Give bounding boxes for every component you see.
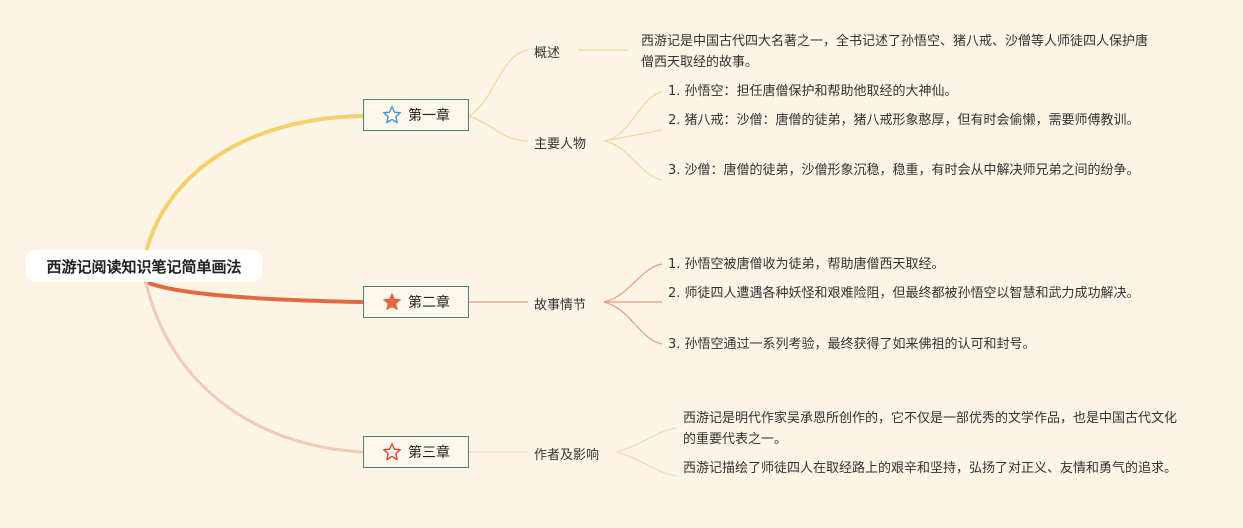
- leaf-line-char-1: [603, 91, 663, 142]
- plot-item-1-text: 1. 孙悟空被唐僧收为徒弟，帮助唐僧西天取经。: [668, 257, 945, 272]
- subtopic-plot-label: 故事情节: [534, 298, 587, 313]
- plot-item-3[interactable]: 3. 孙悟空通过一系列考验，最终获得了如来佛祖的认可和封号。: [668, 334, 1158, 355]
- author-item-2-text: 西游记描绘了师徒四人在取经路上的艰辛和坚持，弘扬了对正义、友情和勇气的追求。: [683, 461, 1178, 476]
- overview-text[interactable]: 西游记是中国古代四大名著之一，全书记述了孙悟空、猪八戒、沙僧等人师徒四人保护唐僧…: [641, 31, 1151, 73]
- subtopic-plot[interactable]: 故事情节: [534, 294, 586, 313]
- chapter-1-label: 第一章: [408, 108, 450, 124]
- plot-item-2-text: 2. 师徒四人遭遇各种妖怪和艰难险阻，但最终都被孙悟空以智慧和武力成功解决。: [668, 286, 1140, 301]
- leaf-line-author-1: [615, 427, 677, 453]
- sub-line-characters: [468, 115, 529, 142]
- chapter-1-node[interactable]: 第一章: [363, 99, 469, 131]
- chapter-2-node[interactable]: 第二章: [363, 286, 469, 318]
- subtopic-overview[interactable]: 概述: [534, 42, 560, 61]
- leaf-line-char-2: [603, 129, 663, 142]
- plot-item-3-text: 3. 孙悟空通过一系列考验，最终获得了如来佛祖的认可和封号。: [668, 337, 1036, 352]
- author-item-2[interactable]: 西游记描绘了师徒四人在取经路上的艰辛和坚持，弘扬了对正义、友情和勇气的追求。: [683, 458, 1178, 479]
- character-item-3-text: 3. 沙僧：唐僧的徒弟，沙僧形象沉稳，稳重，有时会从中解决师兄弟之间的纷争。: [668, 163, 1140, 178]
- chapter-2-label: 第二章: [408, 295, 450, 311]
- character-item-1[interactable]: 1. 孙悟空：担任唐僧保护和帮助他取经的大神仙。: [668, 81, 1158, 102]
- chapter-3-label: 第三章: [408, 445, 450, 461]
- subtopic-characters[interactable]: 主要人物: [534, 133, 586, 152]
- subtopic-characters-label: 主要人物: [534, 137, 587, 152]
- branch-line-chapter-1: [144, 114, 365, 254]
- character-item-1-text: 1. 孙悟空：担任唐僧保护和帮助他取经的大神仙。: [668, 84, 958, 99]
- star-outline-red-icon: [383, 443, 401, 461]
- star-outline-icon: [383, 106, 401, 124]
- character-item-2[interactable]: 2. 猪八戒：沙僧：唐僧的徒弟，猪八戒形象憨厚，但有时会偷懒，需要师傅教训。: [668, 110, 1158, 131]
- branch-line-chapter-3: [144, 280, 365, 454]
- leaf-line-plot-3: [603, 301, 663, 345]
- overview-text-content: 西游记是中国古代四大名著之一，全书记述了孙悟空、猪八戒、沙僧等人师徒四人保护唐僧…: [641, 34, 1149, 70]
- subtopic-author[interactable]: 作者及影响: [534, 444, 599, 463]
- leaf-line-char-3: [603, 140, 663, 181]
- author-item-1-text: 西游记是明代作家吴承恩所创作的，它不仅是一部优秀的文学作品，也是中国古代文化的重…: [683, 411, 1178, 447]
- character-item-3[interactable]: 3. 沙僧：唐僧的徒弟，沙僧形象沉稳，稳重，有时会从中解决师兄弟之间的纷争。: [668, 160, 1158, 181]
- root-topic-label: 西游记阅读知识笔记简单画法: [46, 257, 242, 276]
- subtopic-author-label: 作者及影响: [534, 448, 600, 463]
- leaf-line-author-2: [615, 451, 677, 477]
- branch-line-chapter-2: [144, 280, 365, 304]
- root-topic[interactable]: 西游记阅读知识笔记简单画法: [26, 250, 262, 282]
- star-filled-icon: [383, 293, 401, 310]
- plot-item-1[interactable]: 1. 孙悟空被唐僧收为徒弟，帮助唐僧西天取经。: [668, 254, 1158, 275]
- author-item-1[interactable]: 西游记是明代作家吴承恩所创作的，它不仅是一部优秀的文学作品，也是中国古代文化的重…: [683, 408, 1178, 450]
- character-item-2-text: 2. 猪八戒：沙僧：唐僧的徒弟，猪八戒形象憨厚，但有时会偷懒，需要师傅教训。: [668, 113, 1140, 128]
- sub-line-overview: [468, 49, 529, 117]
- plot-item-2[interactable]: 2. 师徒四人遭遇各种妖怪和艰难险阻，但最终都被孙悟空以智慧和武力成功解决。: [668, 283, 1158, 304]
- leaf-line-plot-1: [603, 263, 663, 303]
- subtopic-overview-label: 概述: [534, 46, 561, 61]
- chapter-3-node[interactable]: 第三章: [363, 436, 469, 468]
